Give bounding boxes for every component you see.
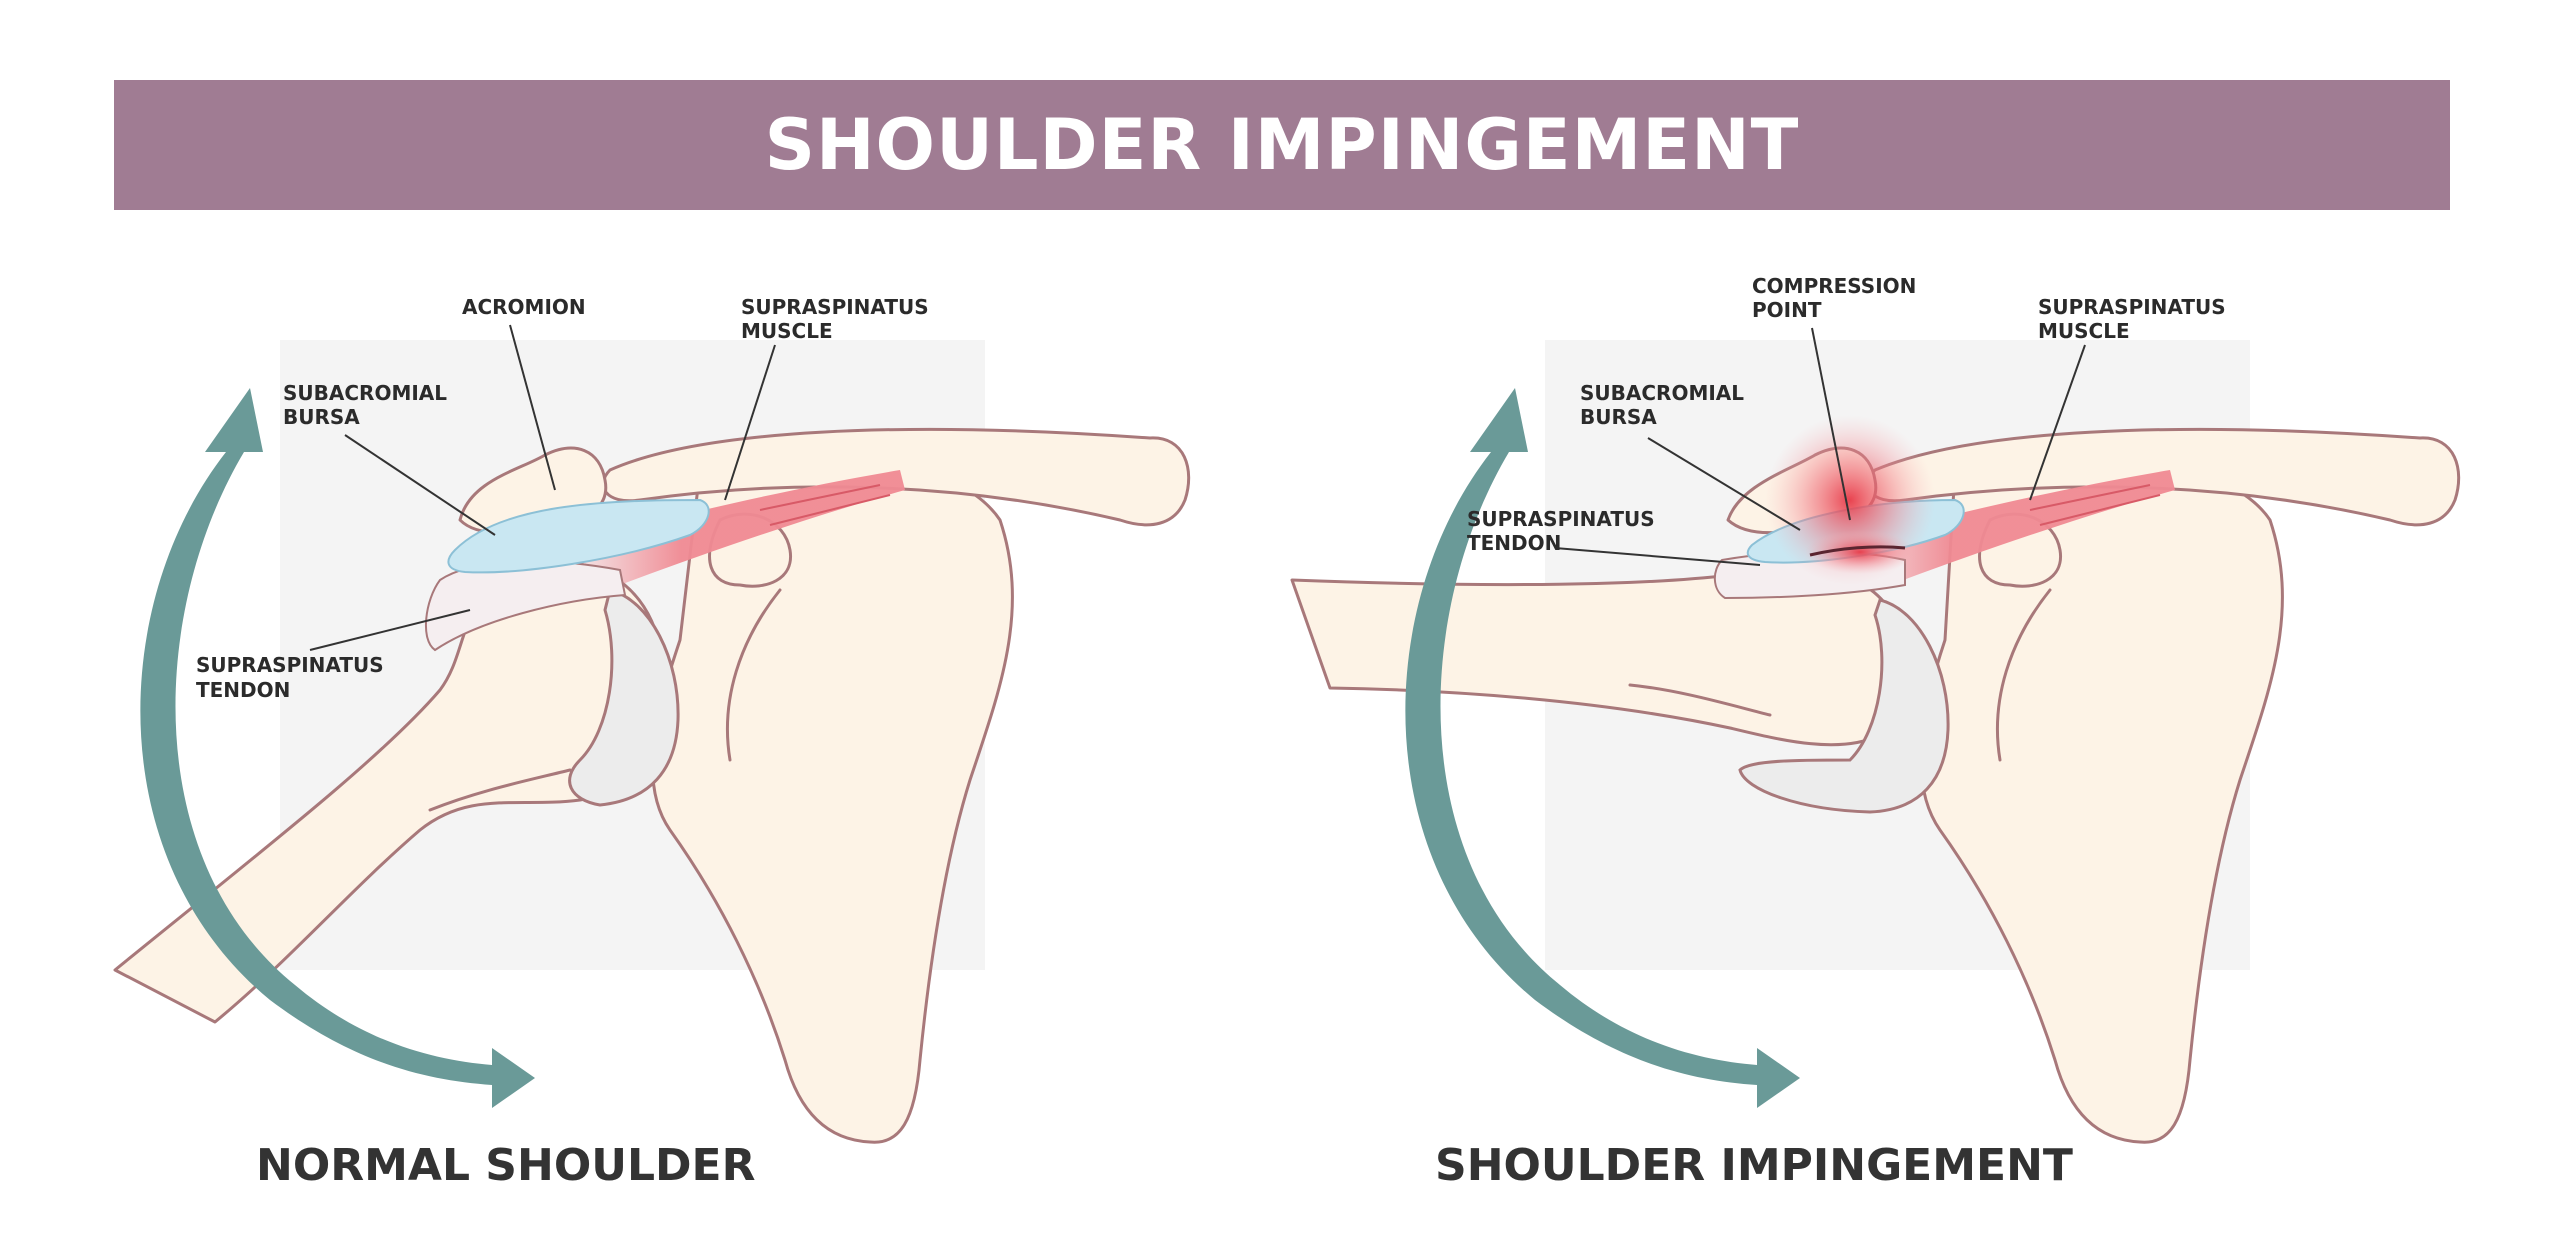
left-supraspinatus-muscle — [560, 470, 905, 586]
label-right-supraspinatus-muscle-2: MUSCLE — [2038, 319, 2130, 343]
right-muscle-fibers — [2029, 484, 2161, 526]
label-compression-point-1: COMPRESSION — [1752, 274, 1916, 298]
right-glenoid-cartilage — [1738, 598, 1950, 814]
right-supraspinatus-muscle — [1830, 470, 2175, 586]
leader-compression-point — [1811, 327, 1851, 521]
label-supraspinatus-muscle-2: MUSCLE — [741, 319, 833, 343]
label-right-supraspinatus-muscle-1: SUPRASPINATUS — [2038, 295, 2226, 319]
right-scapula-ridge — [1996, 588, 2052, 762]
impingement-panel: COMPRESSION POINT SUPRASPINATUS MUSCLE S… — [1290, 274, 2461, 1191]
leader-supraspinatus-tendon — [309, 609, 471, 651]
leader-supraspinatus-muscle — [724, 344, 776, 501]
caption-shoulder-impingement: SHOULDER IMPINGEMENT — [1435, 1140, 2073, 1191]
compression-inflammation-core — [1805, 530, 1915, 574]
title-banner: SHOULDER IMPINGEMENT — [114, 80, 2450, 210]
left-humerus-line — [428, 768, 572, 812]
leader-right-subacromial-bursa — [1647, 437, 1801, 531]
left-muscle-fibers — [759, 484, 891, 526]
label-subacromial-bursa-2: BURSA — [283, 405, 360, 429]
left-subacromial-bursa — [447, 498, 710, 574]
label-right-subacromial-bursa-2: BURSA — [1580, 405, 1657, 429]
label-right-subacromial-bursa-1: SUBACROMIAL — [1580, 381, 1744, 405]
left-glenoid-cartilage — [568, 588, 680, 807]
label-supraspinatus-tendon-2: TENDON — [196, 678, 290, 702]
left-scapula-ridge — [726, 588, 782, 762]
left-motion-arrow[interactable] — [140, 388, 535, 1108]
right-humerus-line — [1628, 683, 1772, 717]
normal-shoulder-panel: ACROMION SUPRASPINATUS MUSCLE SUBACROMIA… — [113, 295, 1191, 1191]
compression-crease — [1809, 545, 1906, 557]
leader-right-supraspinatus-tendon — [1554, 547, 1761, 566]
label-right-supraspinatus-tendon-2: TENDON — [1467, 531, 1561, 555]
left-scapula — [651, 454, 1014, 1144]
right-scapula — [1919, 454, 2284, 1144]
leader-right-supraspinatus-muscle — [2029, 344, 2086, 501]
right-motion-arrow[interactable] — [1405, 388, 1800, 1108]
label-supraspinatus-muscle-1: SUPRASPINATUS — [741, 295, 929, 319]
label-subacromial-bursa-1: SUBACROMIAL — [283, 381, 447, 405]
caption-normal-shoulder: NORMAL SHOULDER — [256, 1140, 755, 1191]
label-supraspinatus-tendon-1: SUPRASPINATUS — [196, 653, 384, 677]
banner-title: SHOULDER IMPINGEMENT — [764, 104, 1800, 186]
leader-subacromial-bursa — [344, 434, 496, 536]
leader-acromion — [509, 324, 556, 491]
label-right-supraspinatus-tendon-1: SUPRASPINATUS — [1467, 507, 1655, 531]
label-acromion: ACROMION — [462, 295, 586, 319]
label-compression-point-2: POINT — [1752, 298, 1822, 322]
